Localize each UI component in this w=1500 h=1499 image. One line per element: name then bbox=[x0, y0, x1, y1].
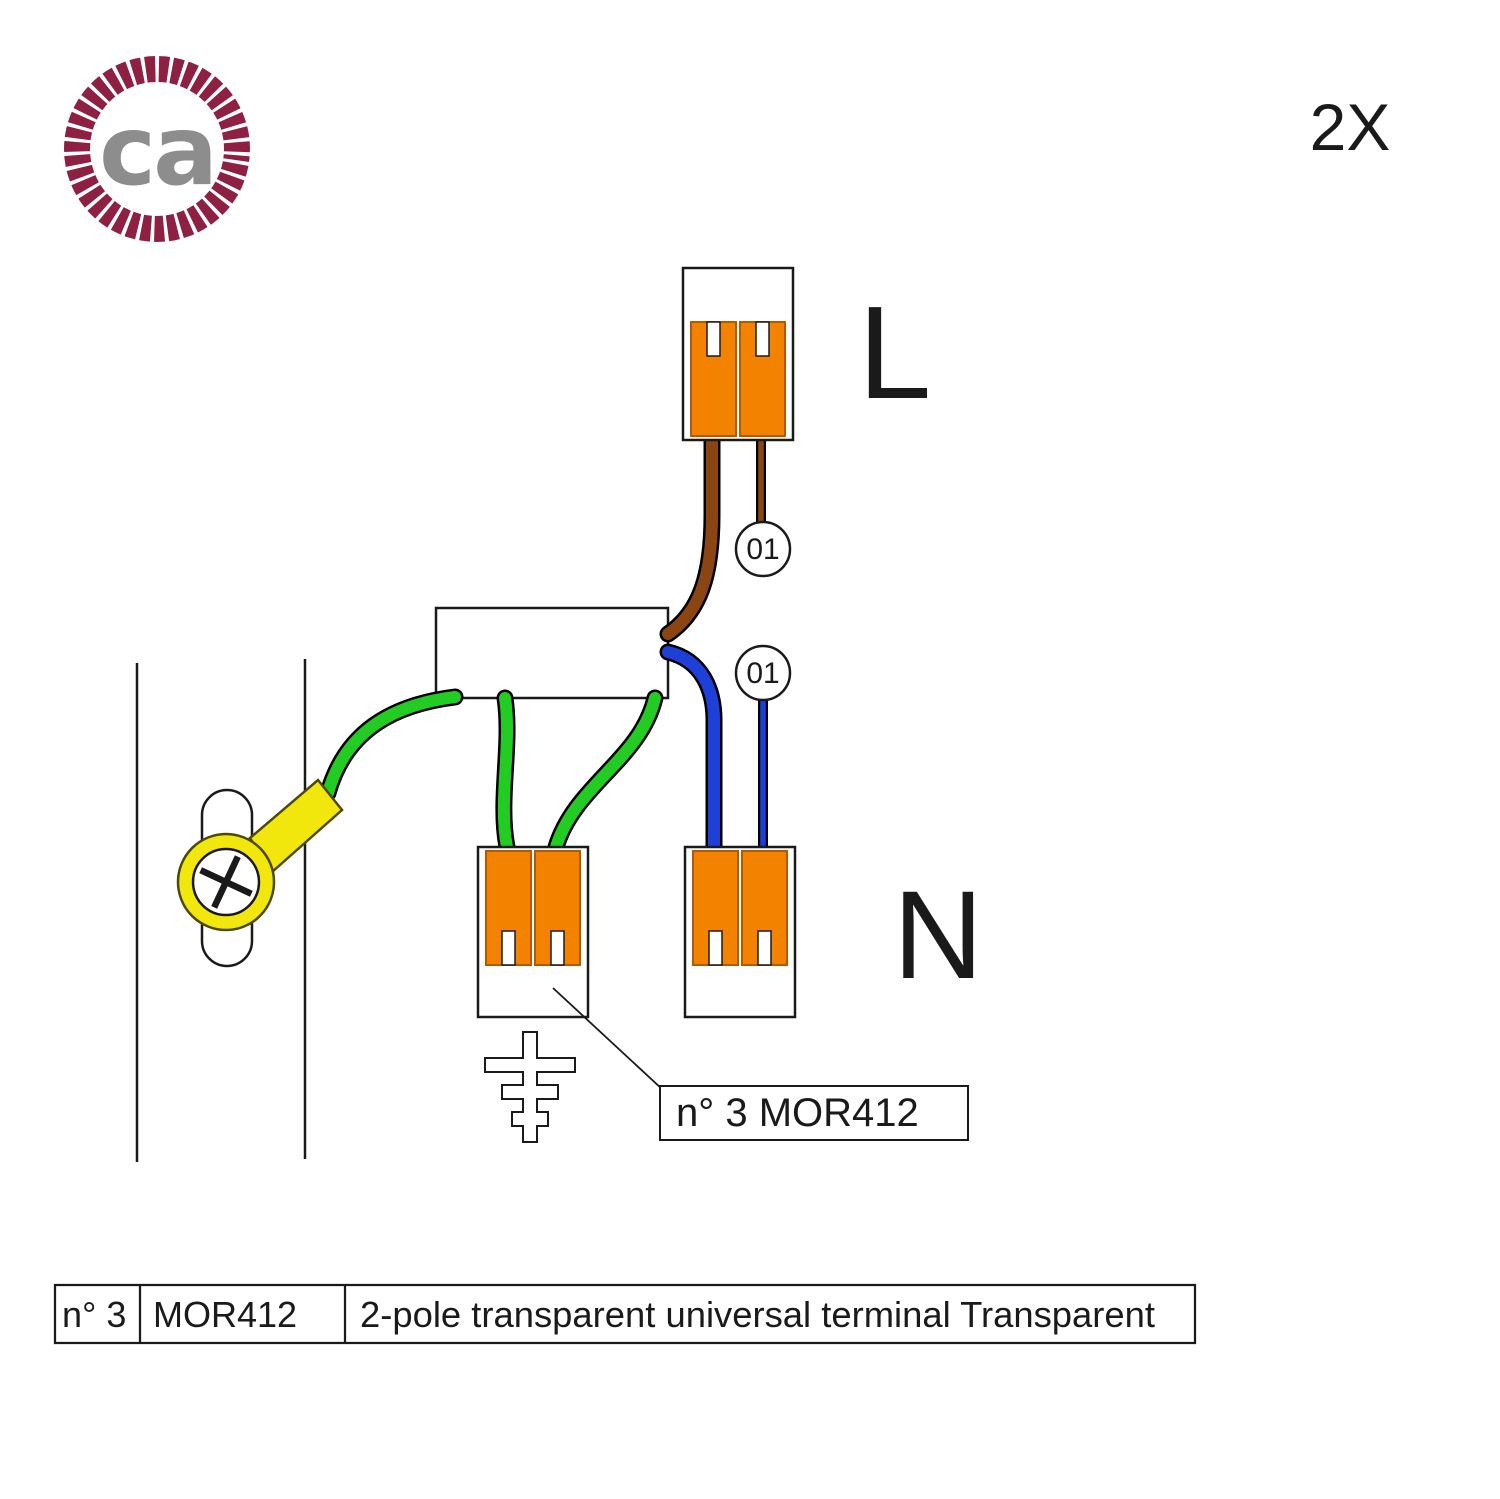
terminal-earth-slot-2 bbox=[550, 930, 565, 966]
wire-green-earth bbox=[319, 688, 664, 856]
terminal-neutral-slot-1 bbox=[708, 930, 723, 966]
cable-marker-1: 01 bbox=[734, 520, 792, 578]
logo-text: ca bbox=[99, 95, 215, 207]
wire-blue-thick bbox=[662, 646, 720, 853]
quantity-label: 2X bbox=[1310, 90, 1391, 164]
parts-table: n° 3 MOR412 2-pole transparent universal… bbox=[53, 1283, 1197, 1345]
wire-green-right bbox=[550, 692, 661, 853]
cable-marker-2-circle bbox=[734, 644, 792, 702]
callout-text: n° 3 MOR412 bbox=[676, 1091, 919, 1135]
terminal-earth bbox=[476, 845, 590, 1019]
terminal-live-slot-1 bbox=[706, 321, 721, 357]
cable-marker-1-circle bbox=[734, 520, 792, 578]
label-neutral: N bbox=[893, 866, 983, 1005]
logo-rope-strands bbox=[63, 55, 251, 243]
earth-symbol-icon bbox=[484, 1031, 576, 1143]
parts-table-code: MOR412 bbox=[153, 1294, 297, 1335]
wire-green-left bbox=[497, 692, 514, 853]
brand-logo: ca bbox=[63, 55, 251, 243]
wire-brown-live bbox=[659, 431, 766, 643]
cable-marker-2: 01 bbox=[734, 644, 792, 702]
label-live: L bbox=[858, 279, 931, 426]
screw-cross-icon bbox=[199, 855, 253, 909]
parts-table-border bbox=[53, 1283, 1197, 1345]
cable-junction-box bbox=[434, 606, 670, 700]
terminal-live-slot-2 bbox=[755, 321, 770, 357]
parts-table-description: 2-pole transparent universal terminal Tr… bbox=[360, 1294, 1155, 1335]
callout-label: n° 3 MOR412 bbox=[659, 1085, 969, 1141]
cable-marker-1-text: 01 bbox=[746, 533, 779, 566]
screw-cross-v bbox=[211, 855, 241, 909]
terminal-earth-pole-1 bbox=[485, 850, 532, 966]
mounting-lines bbox=[135, 659, 307, 1162]
earth-lug bbox=[176, 778, 344, 968]
wire-green-to-lug bbox=[322, 691, 461, 799]
parts-table-qty: n° 3 bbox=[62, 1294, 126, 1335]
wire-blue-neutral bbox=[659, 643, 768, 856]
terminal-live bbox=[681, 266, 795, 442]
terminal-neutral bbox=[683, 845, 797, 1019]
callout-line bbox=[552, 987, 677, 1103]
wire-brown-thick bbox=[662, 434, 718, 640]
callout-box bbox=[659, 1085, 969, 1141]
terminal-neutral-slot-2 bbox=[757, 930, 772, 966]
cable-marker-2-text: 01 bbox=[746, 657, 779, 690]
terminal-earth-slot-1 bbox=[501, 930, 516, 966]
